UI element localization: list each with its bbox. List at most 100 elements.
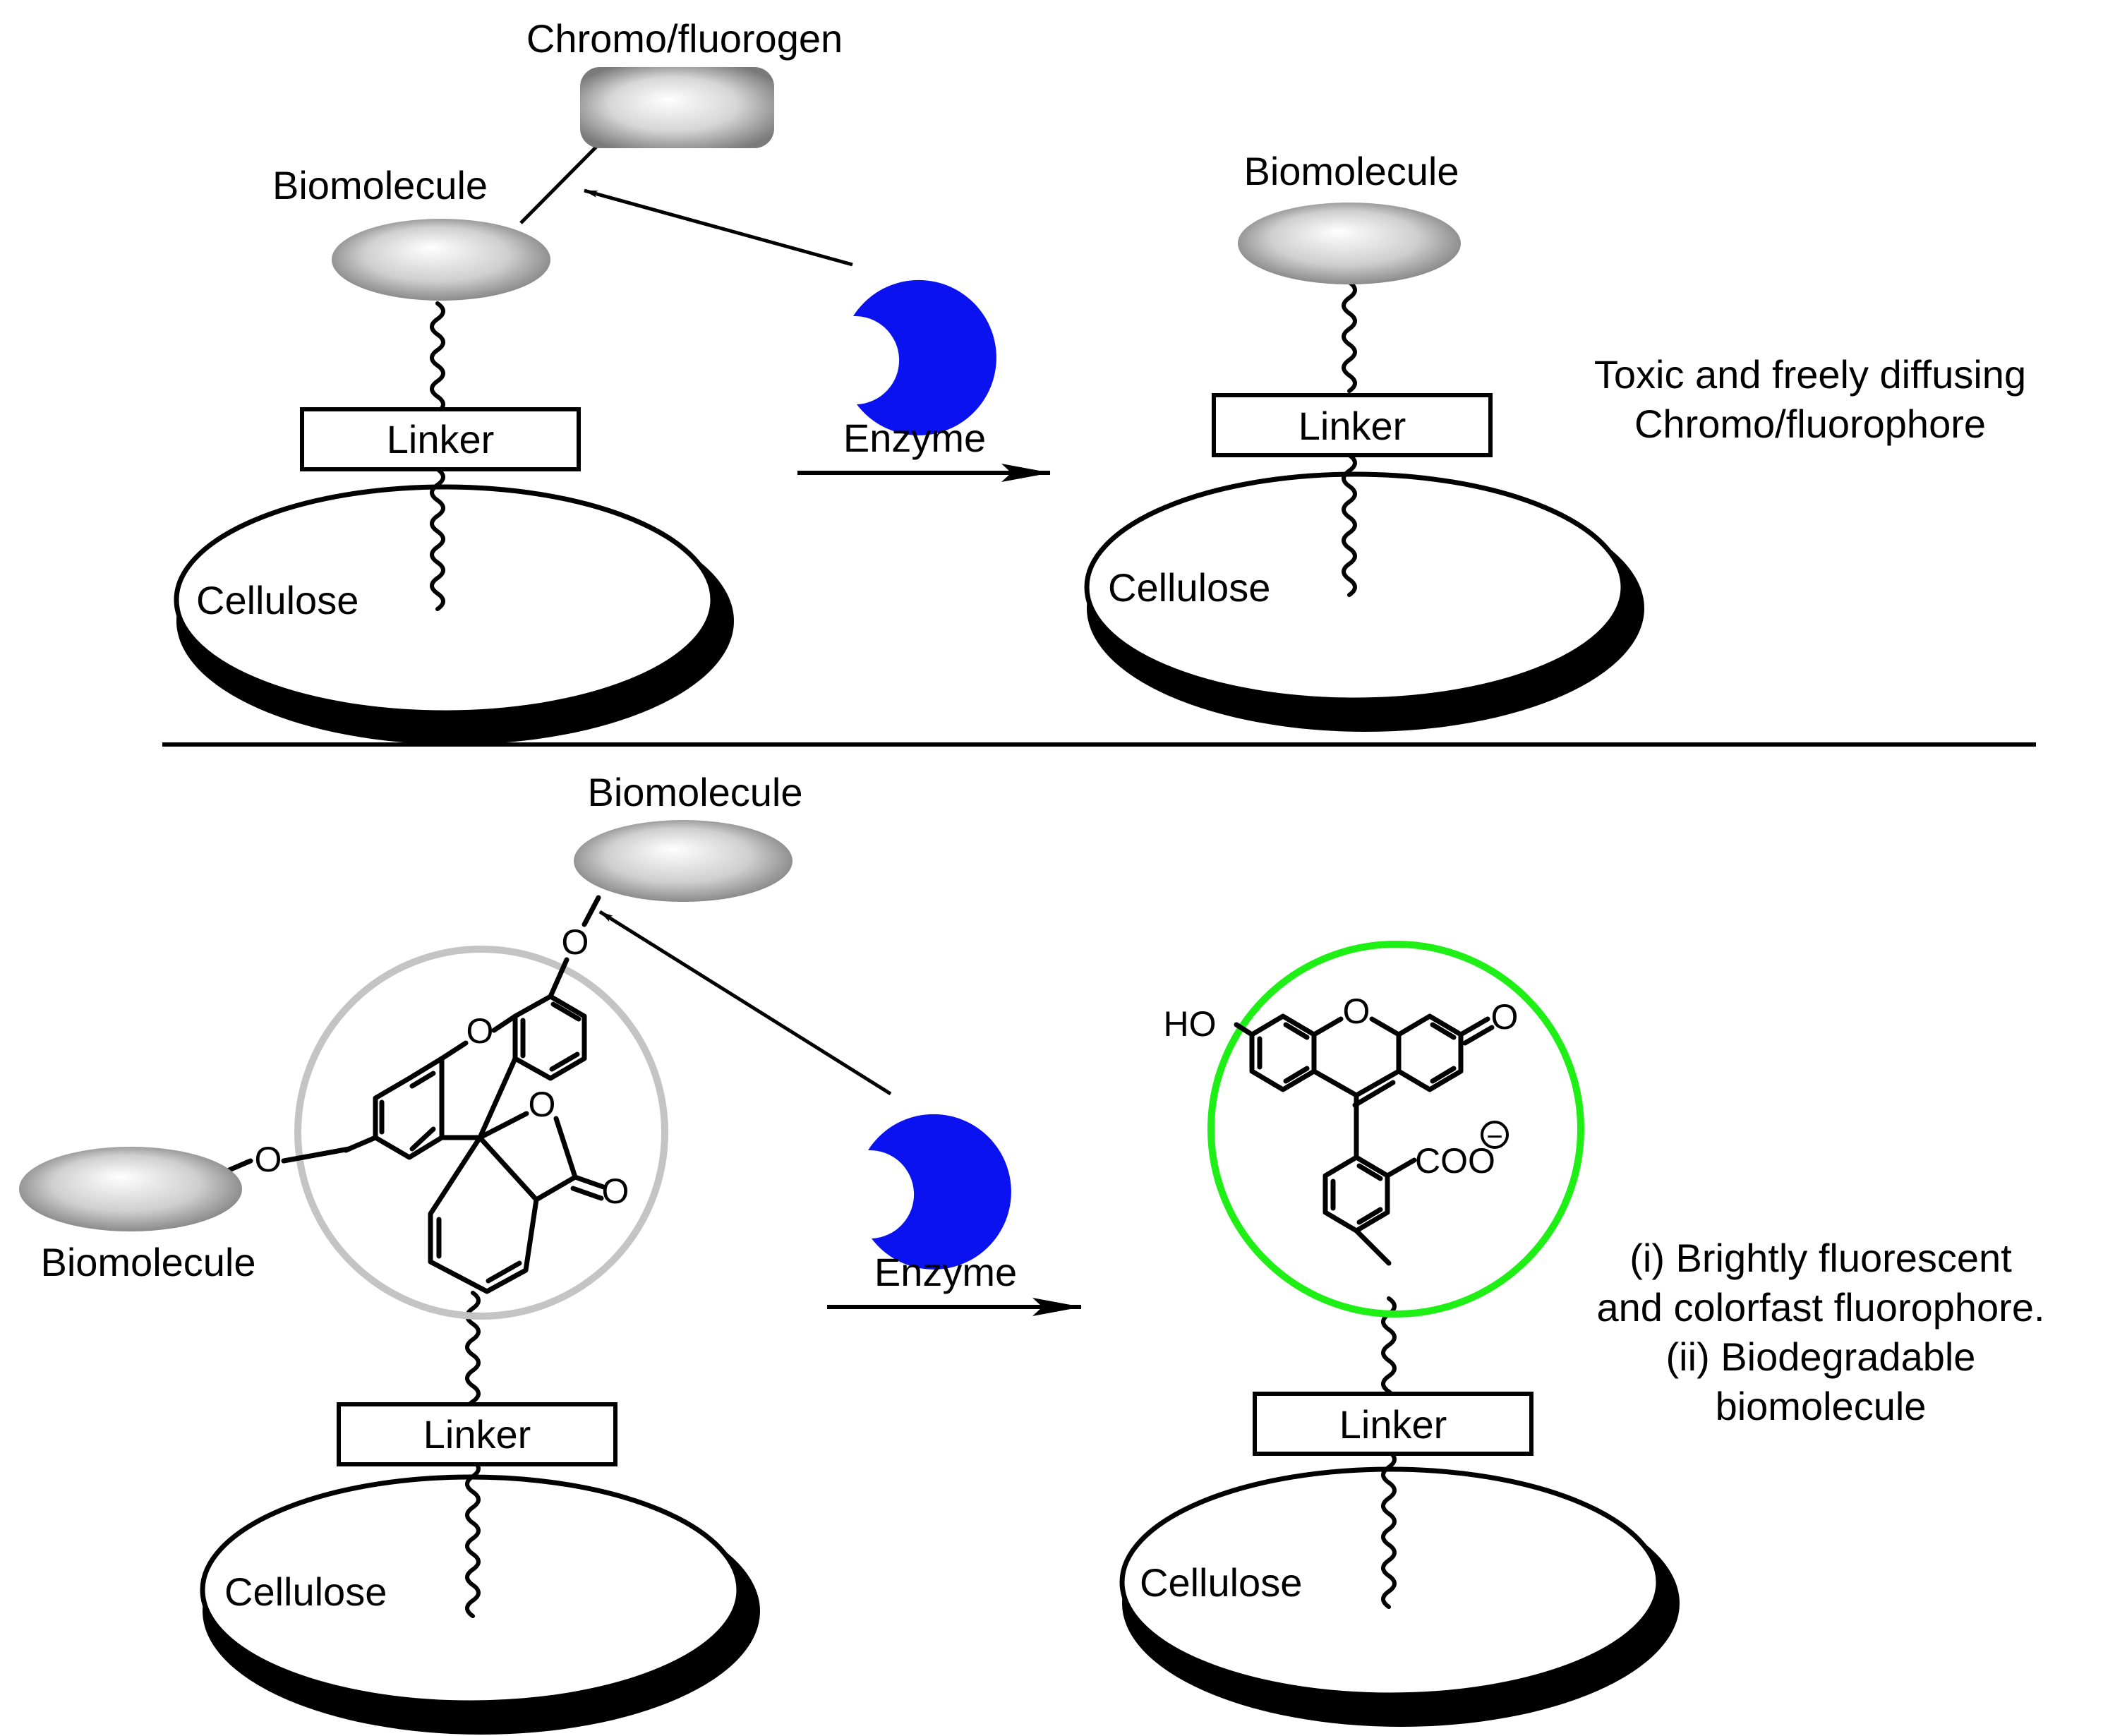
linker-label: Linker	[1298, 404, 1406, 448]
bond	[373, 1056, 445, 1160]
bottom-left-linker: Linker	[337, 1402, 617, 1466]
bond	[409, 1071, 436, 1089]
bond	[491, 1013, 518, 1033]
enzyme-pacman-icon	[853, 279, 996, 435]
atom-coo: COO	[1415, 1141, 1495, 1181]
toxic-note-line1: Toxic and freely diffusing	[1594, 352, 2026, 397]
top-right-cellulose: Cellulose	[1084, 471, 1644, 732]
bond	[409, 1126, 436, 1152]
bottom-scheme: Cellulose Linker O O	[19, 770, 2045, 1735]
negative-charge-icon	[1481, 1121, 1509, 1149]
bond	[1283, 1022, 1310, 1040]
bond	[1352, 1080, 1396, 1108]
bond	[570, 1186, 604, 1201]
closed-fluorescein-structure: O O O O O	[223, 895, 629, 1294]
fluorescent-note-line3: (ii) Biodegradable	[1666, 1334, 1976, 1379]
linker-box	[1253, 1392, 1533, 1456]
bond	[1462, 1025, 1495, 1046]
wavy-tether	[465, 1291, 481, 1419]
atom-charge: −	[1486, 1121, 1502, 1152]
biomolecule-ellipse	[19, 1147, 242, 1231]
top-right-linker: Linker	[1212, 393, 1493, 457]
gray-fluorogen-ring	[294, 946, 668, 1320]
bond	[223, 1158, 253, 1174]
bond	[1369, 1016, 1402, 1037]
biomolecule-top-label: Biomolecule	[587, 770, 802, 814]
bond	[477, 1111, 529, 1140]
biomolecule-label: Biomolecule	[1243, 149, 1459, 193]
fluorescent-note-line4: biomolecule	[1716, 1384, 1927, 1428]
bond	[281, 1146, 352, 1164]
biomolecule-ellipse	[574, 820, 793, 902]
bond	[582, 895, 601, 927]
bond	[1396, 1013, 1464, 1092]
cellulose-label: Cellulose	[224, 1569, 387, 1614]
biomolecule-label: Biomolecule	[272, 163, 488, 207]
wavy-tether	[430, 301, 445, 414]
atom-o-link-top: O	[562, 922, 589, 962]
atom-o-link-left: O	[255, 1140, 282, 1179]
bond	[1283, 1066, 1310, 1084]
fluorescent-note-line1: (i) Brightly fluorescent	[1629, 1236, 2012, 1280]
bond	[486, 1260, 522, 1284]
cleavage-arrow	[598, 910, 892, 1096]
cellulose-label: Cellulose	[196, 578, 358, 622]
bond	[534, 1174, 578, 1202]
atom-o-carbonyl: O	[602, 1171, 629, 1211]
wavy-tether	[465, 1459, 481, 1618]
linker-label: Linker	[1339, 1402, 1447, 1447]
biomolecule-ellipse	[332, 219, 550, 301]
enzyme-pacman-icon	[868, 1114, 1011, 1270]
chromo-fluorogen-block	[580, 67, 774, 148]
bond	[548, 957, 570, 999]
bond	[477, 1056, 518, 1140]
linker-box	[1212, 393, 1493, 457]
bond	[512, 994, 587, 1081]
enzyme-label: Enzyme	[874, 1250, 1017, 1294]
green-fluorophore-ring	[1207, 941, 1584, 1318]
bond	[1354, 1068, 1402, 1098]
bond	[1356, 1207, 1383, 1225]
enzyme-label: Enzyme	[843, 416, 986, 460]
biomolecule-left-label: Biomolecule	[40, 1240, 255, 1284]
bottom-right-cellulose: Cellulose	[1119, 1466, 1680, 1727]
bond	[1234, 1022, 1255, 1037]
cellulose-ellipse	[1119, 1466, 1661, 1698]
open-fluorescein-structure: HO O O COO −	[1164, 991, 1518, 1266]
bond	[439, 1040, 469, 1061]
linker-label: Linker	[387, 417, 495, 462]
toxic-note-line2: Chromo/fluorophore	[1634, 402, 1986, 446]
bond	[550, 1001, 582, 1022]
biomolecule-chromo-bond	[519, 145, 598, 224]
cellulose-label: Cellulose	[1140, 1560, 1302, 1605]
bond	[1385, 1157, 1417, 1179]
biomolecule-ellipse	[1238, 203, 1461, 284]
linker-box	[337, 1402, 617, 1466]
cellulose-label: Cellulose	[1108, 565, 1270, 610]
atom-o-ring: O	[466, 1011, 494, 1051]
bond	[1311, 1016, 1344, 1037]
atom-o-ring: O	[1343, 991, 1370, 1031]
bond	[428, 1135, 539, 1294]
bond	[553, 1116, 578, 1180]
top-scheme: Cellulose Linker Biomolecule Chromo/fluo…	[174, 16, 2026, 745]
top-left-cellulose: Cellulose	[174, 484, 734, 745]
bond	[1430, 1066, 1457, 1084]
bond	[1458, 1016, 1490, 1037]
wavy-tether	[1342, 280, 1357, 393]
linker-box	[300, 407, 581, 471]
bottom-left-cellulose: Cellulose	[200, 1474, 760, 1735]
wavy-tether	[430, 467, 445, 611]
atom-ho: HO	[1164, 1004, 1217, 1044]
bond	[1430, 1022, 1457, 1040]
atom-o-lactone: O	[529, 1085, 556, 1124]
bottom-right-linker: Linker	[1253, 1392, 1533, 1456]
top-left-linker: Linker	[300, 407, 581, 471]
bond	[1354, 1228, 1392, 1266]
chromo-fluorogen-label: Chromo/fluorogen	[526, 16, 843, 61]
bond	[572, 1174, 606, 1190]
bond	[549, 1051, 580, 1072]
bond	[1311, 1068, 1359, 1098]
cleavage-arrow	[584, 188, 853, 267]
